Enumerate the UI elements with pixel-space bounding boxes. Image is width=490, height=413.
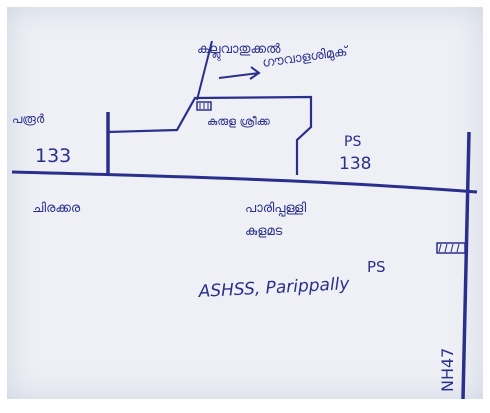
label-building: കുരുള ശ്രീക്ക <box>207 115 271 128</box>
label-nh47: NH47 <box>438 348 457 392</box>
nh47-road <box>461 131 471 399</box>
label-road-left: ചിരക്കര <box>32 201 81 216</box>
hatched-marker <box>436 242 466 254</box>
label-ps-138-num: 138 <box>339 154 371 174</box>
building-outline <box>107 95 313 175</box>
main-road <box>11 170 478 194</box>
label-top-word: കല്ലുവാതുക്കൽ <box>197 42 281 61</box>
label-center-2: കുളമട <box>245 224 283 239</box>
small-box <box>196 101 212 111</box>
hand-drawn-map: കല്ലുവാതുക്കൽ ഗൗവാളശിമുക് പരൂർ കുരുള ശ്ര… <box>11 40 478 399</box>
label-ps-138-ps: PS <box>344 134 361 150</box>
north-road <box>196 40 213 101</box>
label-school-ps: PS <box>367 258 386 276</box>
map-sheet: കല്ലുവാതുക്കൽ ഗൗവാളശിമുക് പരൂർ കുരുള ശ്ര… <box>7 7 483 399</box>
label-center-1: പാരിപ്പള്ളി <box>245 201 306 216</box>
label-school-name: ASHSS, Parippally <box>197 274 351 302</box>
label-left-top: പരൂർ <box>12 112 45 126</box>
arrow <box>218 66 261 80</box>
label-133: 133 <box>35 145 71 167</box>
